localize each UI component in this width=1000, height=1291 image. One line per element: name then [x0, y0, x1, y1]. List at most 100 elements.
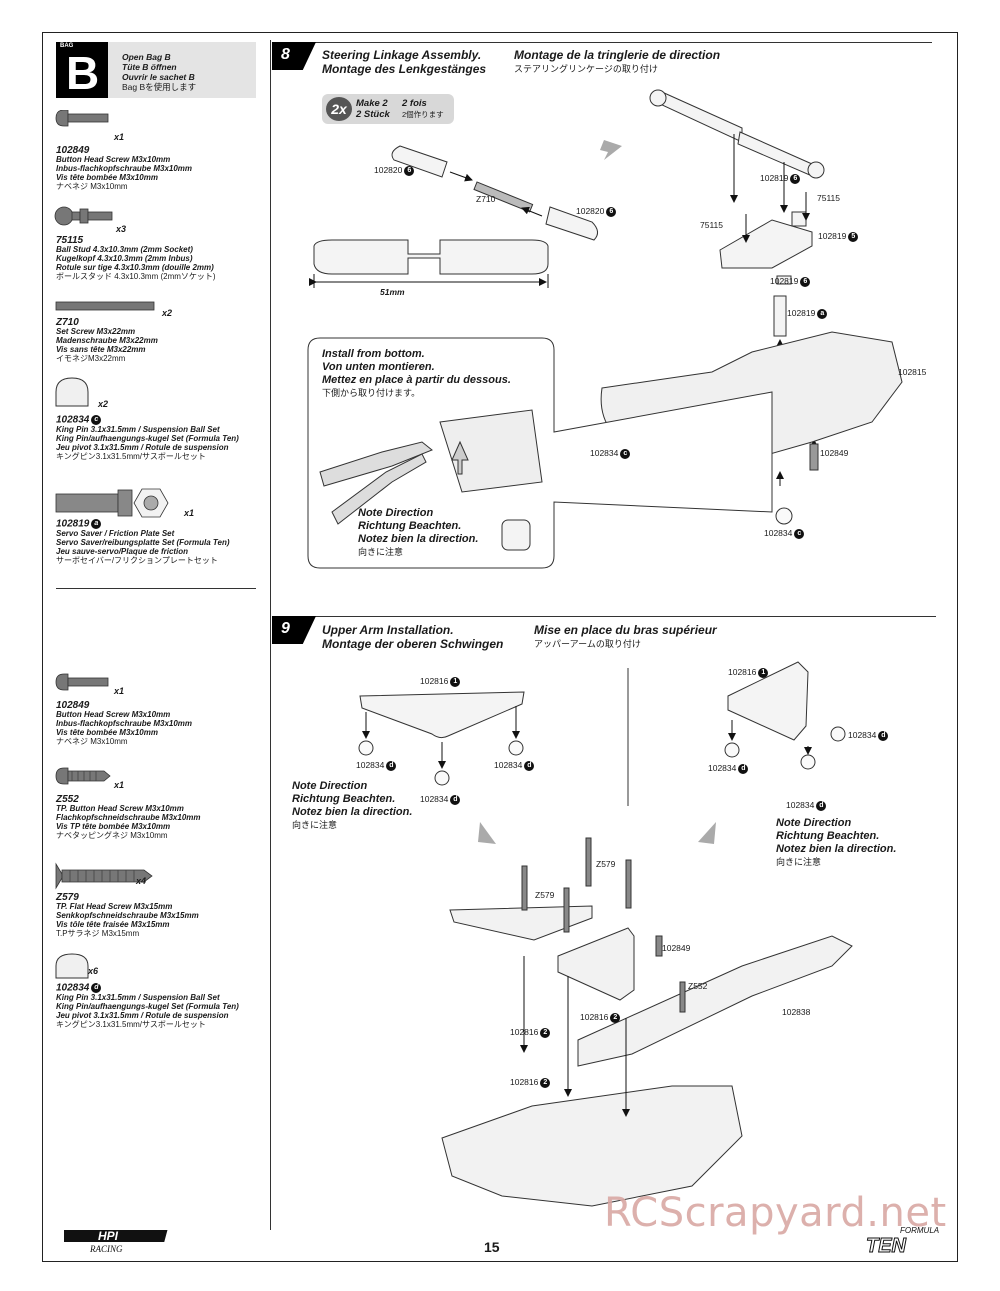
label-102815: 102815 — [898, 367, 927, 377]
part-qty: x1 — [114, 780, 125, 790]
step9-top-line — [272, 616, 936, 617]
king-pin-ball-c-icon — [775, 507, 793, 525]
part-number: 102849 — [56, 700, 90, 711]
flow-arrow-right-icon — [698, 822, 716, 844]
part-number: Z579 — [56, 892, 79, 903]
label-z579-upper: Z579 — [596, 859, 616, 869]
part-desc-jp: ナベネジ M3x10mm — [56, 737, 128, 746]
servo-saver-arm-icon — [719, 219, 813, 269]
make-text-en-de: Make 2 2 Stück — [356, 98, 390, 120]
part-desc-line: Kugelkopf 4.3x10.3mm (2mm Inbus) — [56, 254, 193, 263]
part-desc-line: Jeu pivot 3.1x31.5mm / Rotule de suspens… — [56, 443, 229, 452]
part-desc-line: Button Head Screw M3x10mm — [56, 710, 171, 719]
button-head-screw-icon — [55, 110, 109, 127]
rod-end-left-icon — [391, 145, 448, 178]
part-desc-line: Vis sans tête M3x22mm — [56, 345, 146, 354]
step9-title-fr: Mise en place du bras supérieur — [534, 623, 717, 637]
assembled-arm-right-icon — [557, 927, 635, 1001]
step9-title-jp: アッパーアームの取り付け — [534, 639, 641, 649]
set-screw-icon — [55, 301, 155, 311]
part-z710-desc: Z710 Set Screw M3x22mm Madenschraube M3x… — [56, 318, 158, 364]
part-letter-badge: c — [91, 415, 102, 425]
dimension-label: 51mm — [380, 287, 405, 297]
note-line: Note Direction — [776, 817, 852, 829]
tapping-screw-icon — [55, 767, 111, 785]
part-desc-jp: ボールスタッド 4.3x10.3mm (2mmソケット) — [56, 272, 216, 281]
note-line: Von unten montieren. — [322, 361, 435, 373]
part-desc-jp: ナベネジ M3x10mm — [56, 182, 128, 191]
step9-direction-note-left: Note Direction Richtung Beachten. Notez … — [292, 780, 412, 832]
part-102849-desc: 102849 Button Head Screw M3x10mm Inbus-f… — [56, 145, 192, 192]
part-desc-line: King Pin/aufhaengungs-kugel Set (Formula… — [56, 1002, 239, 1011]
chassis-lower-icon — [441, 1085, 743, 1207]
step8-top-line — [272, 42, 932, 43]
step8-title-fr: Montage de la tringlerie de direction — [514, 48, 721, 62]
label-75115-left: 75115 — [700, 220, 724, 230]
part-letter-badge: a — [91, 519, 102, 529]
part-desc-line: Servo Saver / Friction Plate Set — [56, 529, 175, 538]
bag-word: BAG — [60, 43, 74, 49]
note-line-jp: 向きに注意 — [358, 547, 404, 557]
part-desc-jp: サーボセイバー/フリクションプレートセット — [56, 556, 218, 565]
set-screw-z710-icon — [473, 181, 534, 213]
hpi-racing-logo: HPI RACING — [60, 1228, 174, 1259]
part-desc-jp: キングピン3.1x31.5mm/サスボールセット — [56, 452, 206, 461]
make-multiplier: 2x — [326, 97, 352, 121]
rod-end-right-icon — [545, 206, 598, 241]
flat-head-screw-icon — [55, 862, 153, 890]
step8-diagram — [307, 89, 903, 569]
product-text: TEN — [866, 1235, 907, 1254]
label-75115-right: 75115 — [817, 193, 841, 203]
step8-title-en: Steering Linkage Assembly. — [322, 48, 482, 62]
note-line-jp: 下側から取り付けます。 — [322, 388, 421, 398]
bag-line: Open Bag B — [122, 52, 171, 62]
part-desc-line: Ball Stud 4.3x10.3mm (2mm Socket) — [56, 245, 193, 254]
part-desc-line: Vis tôle tête fraisée M3x15mm — [56, 920, 170, 929]
step8-direction-note: Note Direction Richtung Beachten. Notez … — [358, 507, 478, 559]
part-z579-desc: Z579 TP. Flat Head Screw M3x15mm Senkkop… — [56, 892, 199, 939]
part-desc-jp: T.Pサラネジ M3x15mm — [56, 929, 140, 938]
page-frame — [42, 32, 958, 1262]
step8-title-jp: ステアリングリンケージの取り付け — [514, 64, 658, 74]
part-desc-jp: イモネジM3x22mm — [56, 354, 126, 363]
label-102838: 102838 — [782, 1007, 811, 1017]
part-z552-desc: Z552 TP. Button Head Screw M3x10mm Flach… — [56, 795, 201, 841]
make-text-fr-jp: 2 fois 2個作ります — [402, 98, 444, 120]
step9-title-right: Mise en place du bras supérieur アッパーアームの… — [534, 623, 717, 651]
step9-diagram — [358, 661, 853, 1207]
part-number: 102849 — [56, 145, 90, 156]
note-line: Notez bien la direction. — [358, 533, 479, 545]
note-line: Mettez en place à partir du dessous. — [322, 374, 511, 386]
step8-title-de: Montage des Lenkgestänges — [322, 62, 487, 76]
part-desc-line: TP. Flat Head Screw M3x15mm — [56, 902, 173, 911]
part-letter-badge: d — [91, 983, 102, 993]
label-z710: Z710 — [476, 194, 496, 204]
part-qty: x3 — [116, 224, 127, 234]
step9-title-left: Upper Arm Installation. Montage der ober… — [322, 623, 503, 651]
part-number: 75115 — [56, 235, 84, 246]
part-desc-line: Vis tête bombée M3x10mm — [56, 173, 158, 182]
label-102849-step8: 102849 — [820, 448, 849, 458]
note-line: Note Direction — [292, 780, 368, 792]
bag-line: Ouvrir le sachet B — [122, 72, 195, 82]
part-desc-line: King Pin 3.1x31.5mm / Suspension Ball Se… — [56, 993, 220, 1002]
upper-arm-right-icon — [727, 661, 809, 741]
label-z552: Z552 — [688, 981, 708, 991]
part-desc-line: Button Head Screw M3x10mm — [56, 155, 171, 164]
bag-instructions: Open Bag B Tüte B öffnen Ouvrir le sache… — [122, 52, 196, 92]
upper-arm-left-icon — [359, 691, 525, 739]
flow-arrow-icon — [600, 140, 622, 160]
